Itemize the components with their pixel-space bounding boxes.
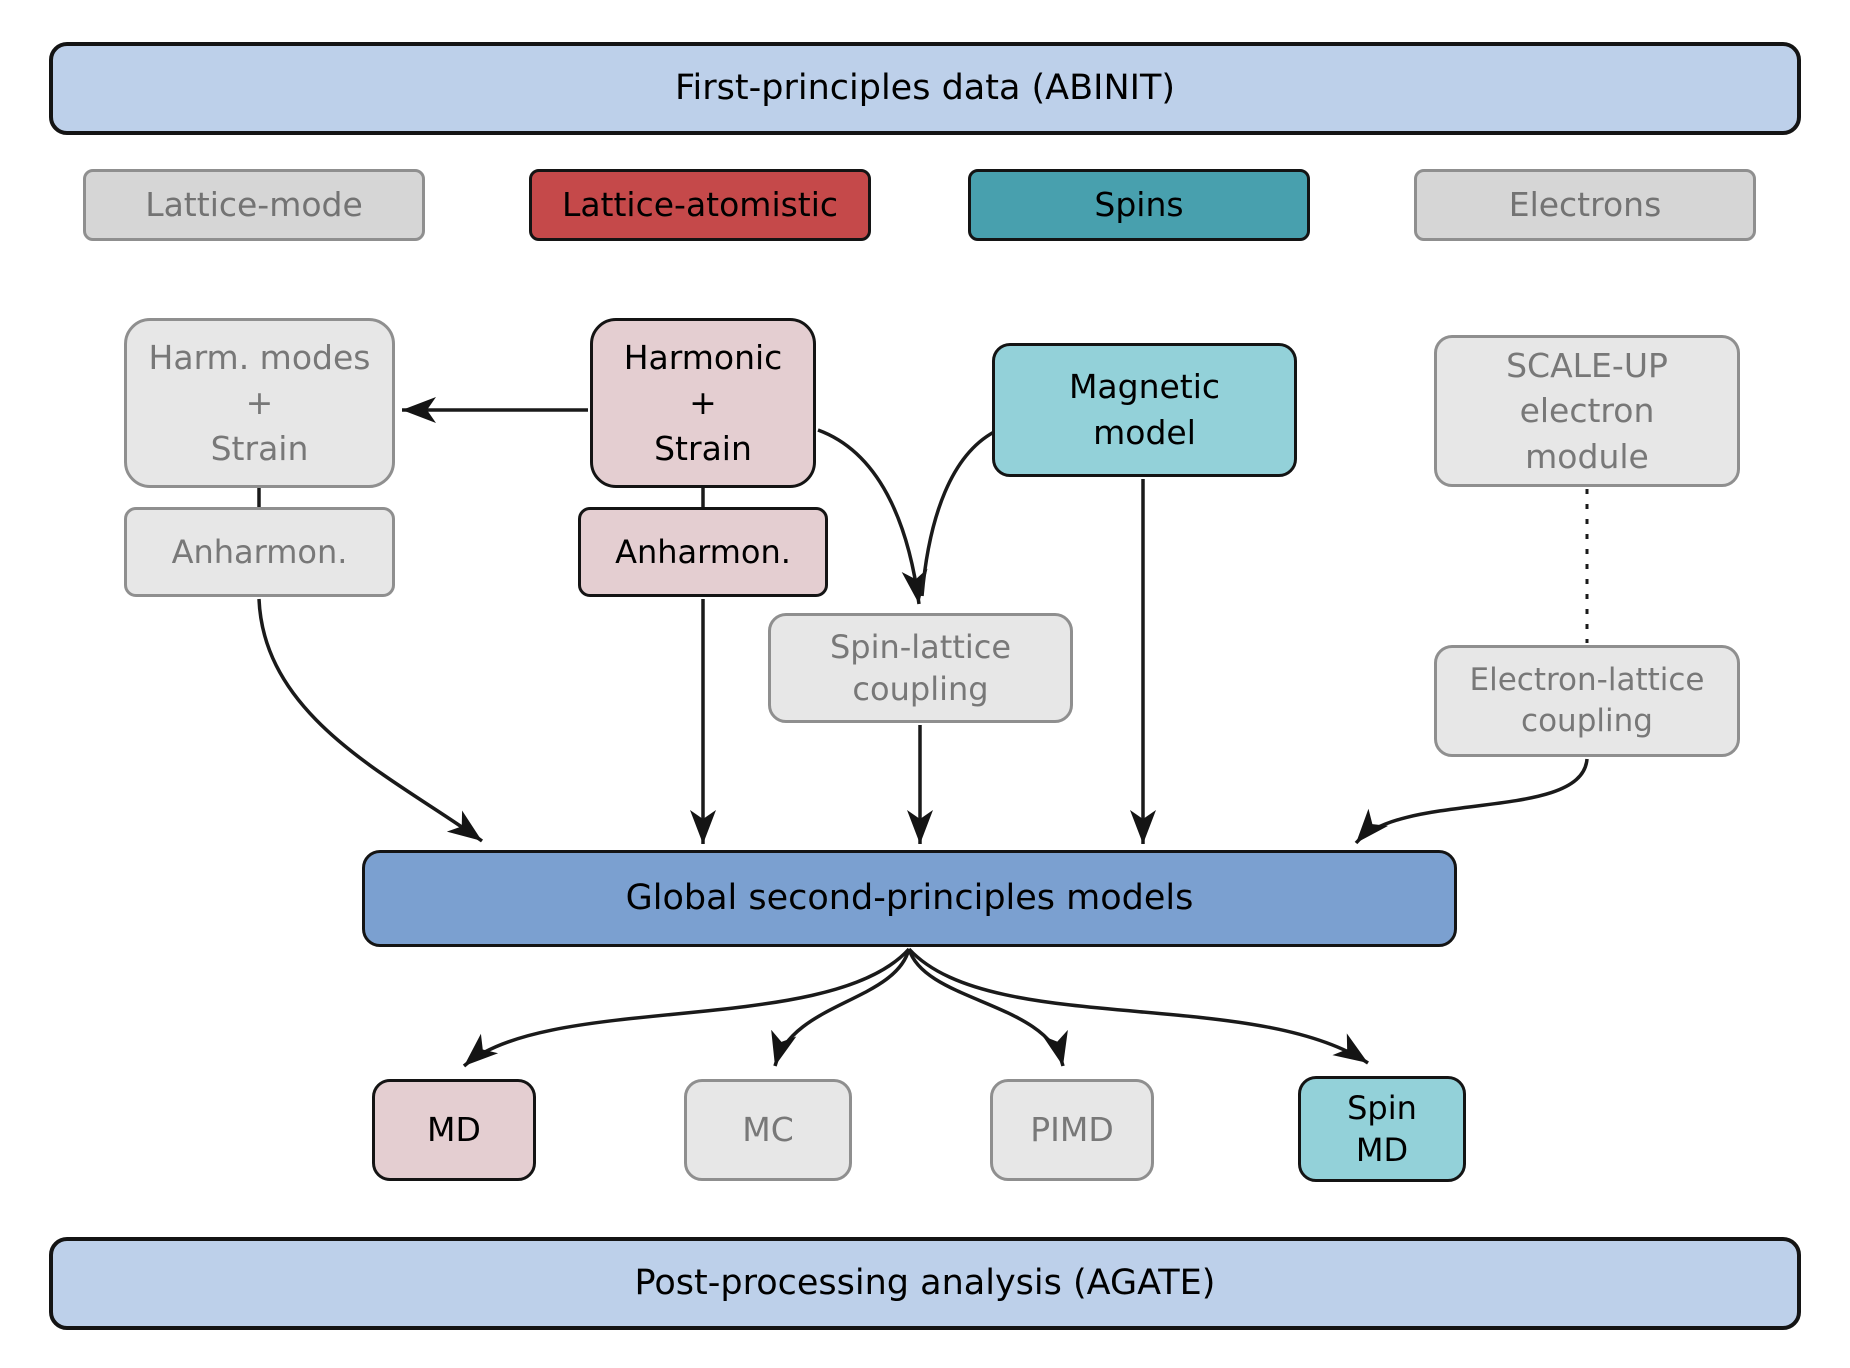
node-magnetic-model: Magnetic model <box>992 343 1297 477</box>
category-lattice-atomistic: Lattice-atomistic <box>529 169 871 241</box>
arrow-global-to-mc <box>771 948 911 1067</box>
node-mc: MC <box>684 1079 852 1181</box>
arrow-electron-lattice-to-global <box>1354 758 1589 845</box>
node-scale-up-electron-module: SCALE-UP electron module <box>1434 335 1740 487</box>
banner-post-processing: Post-processing analysis (AGATE) <box>49 1237 1801 1330</box>
node-harm-modes-strain: Harm. modes + Strain <box>124 318 395 488</box>
node-pimd: PIMD <box>990 1079 1154 1181</box>
arrow-anharmon-gray-to-global <box>257 598 484 843</box>
banner-first-principles: First-principles data (ABINIT) <box>49 42 1801 135</box>
curve-harmonic-to-spin-lattice <box>817 428 928 605</box>
curve-magnetic-to-spin-lattice <box>920 430 995 597</box>
node-global-second-principles-models: Global second-principles models <box>362 850 1457 947</box>
arrow-global-to-pimd <box>907 948 1068 1067</box>
category-electrons: Electrons <box>1414 169 1756 241</box>
arrow-global-to-md <box>462 947 911 1068</box>
arrow-global-to-spin-md <box>907 947 1369 1065</box>
node-anharmon-lattice-mode: Anharmon. <box>124 507 395 597</box>
node-spin-md: Spin MD <box>1298 1076 1466 1182</box>
node-md: MD <box>372 1079 536 1181</box>
node-harmonic-strain: Harmonic + Strain <box>590 318 816 488</box>
node-electron-lattice-coupling: Electron-lattice coupling <box>1434 645 1740 757</box>
node-spin-lattice-coupling: Spin-lattice coupling <box>768 613 1073 723</box>
node-anharmon-lattice-atomistic: Anharmon. <box>578 507 828 597</box>
category-spins: Spins <box>968 169 1310 241</box>
category-lattice-mode: Lattice-mode <box>83 169 425 241</box>
